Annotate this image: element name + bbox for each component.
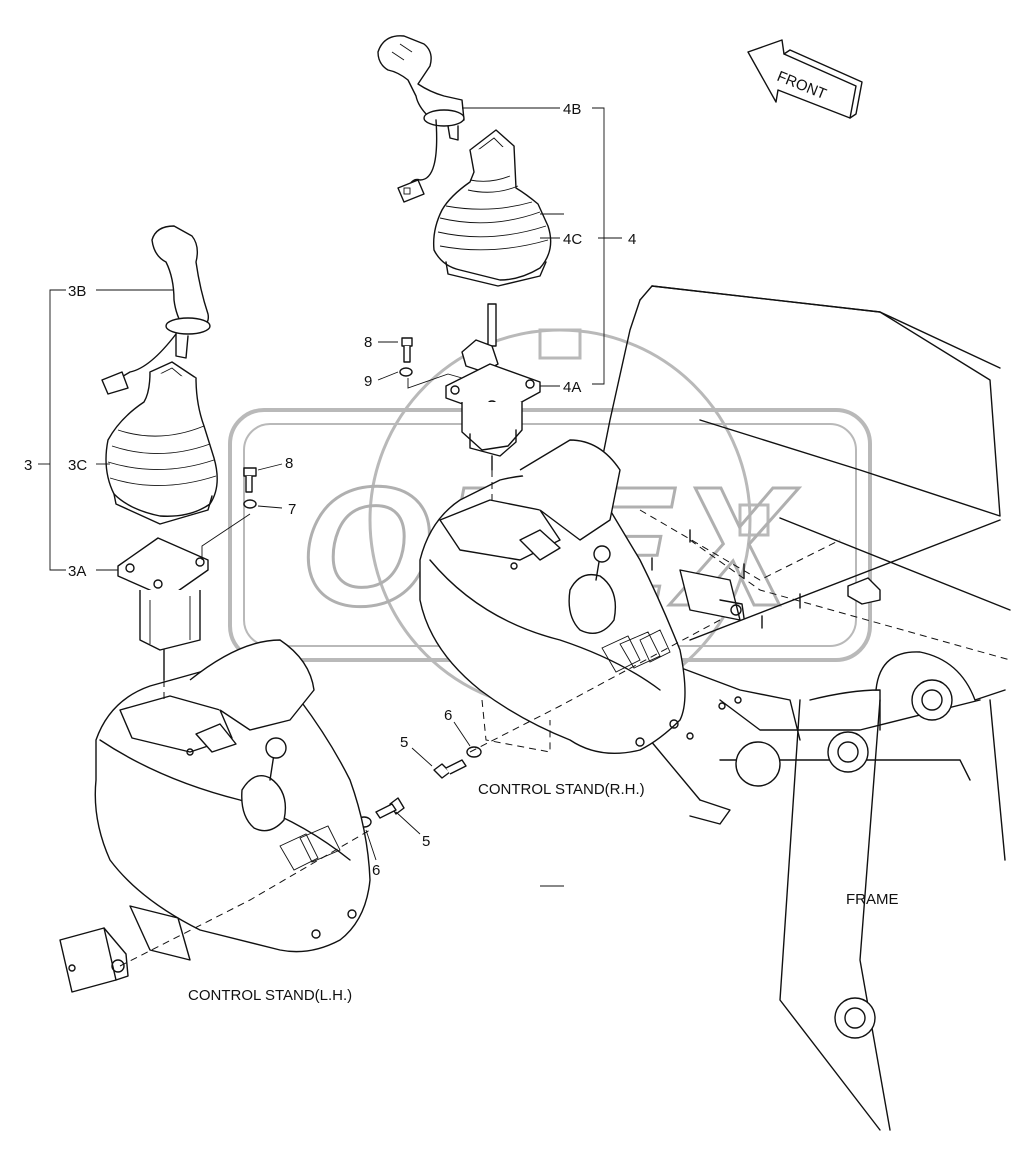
pilot-valve-3a	[117, 537, 209, 681]
callout-4b: 4B	[563, 101, 581, 118]
pilot-valve-4a	[445, 303, 541, 471]
callout-4: 4	[628, 231, 636, 248]
leader-lines	[38, 107, 622, 887]
washer-7-icon	[243, 499, 257, 509]
callout-3: 3	[24, 457, 32, 474]
bolt-5-rh-icon	[433, 759, 467, 779]
callout-3a: 3A	[68, 563, 86, 580]
washer-9-icon	[399, 367, 413, 377]
frame-label: FRAME	[846, 891, 899, 908]
joystick-handle-3b	[101, 225, 211, 395]
frame-structure: FRAME	[599, 285, 1011, 1131]
washer-6-rh-icon	[466, 746, 482, 758]
assembly-dashed-lines	[119, 470, 1011, 967]
control-stand-lh-label: CONTROL STAND(L.H.)	[188, 987, 352, 1004]
callout-8-upper: 8	[364, 334, 372, 351]
callout-3c: 3C	[68, 457, 87, 474]
control-stand-rh-label: CONTROL STAND(R.H.)	[478, 781, 645, 798]
callout-7: 7	[288, 501, 296, 518]
joystick-handle-4b	[377, 35, 465, 203]
control-stand-rh: CONTROL STAND(R.H.)	[419, 439, 801, 798]
callout-6-rh: 6	[444, 707, 452, 724]
rubber-boot-3c	[105, 361, 218, 525]
callout-9: 9	[364, 373, 372, 390]
bolt-5-lh-icon	[375, 797, 405, 819]
callout-8-lower: 8	[285, 455, 293, 472]
rubber-boot-4c	[432, 129, 552, 287]
callout-6-lh: 6	[372, 862, 380, 879]
bolt-8-upper-icon	[401, 337, 413, 363]
fasteners	[243, 337, 482, 828]
callout-5-lh: 5	[422, 833, 430, 850]
control-stand-lh: CONTROL STAND(L.H.)	[59, 639, 371, 1004]
callout-4c: 4C	[563, 231, 582, 248]
callout-labels: 4B 4C 4 4A 8 9 3B 3 3C 3A 8 7 5 6 5 6	[24, 101, 636, 879]
front-arrow-icon: FRONT	[747, 39, 863, 119]
callout-5-rh: 5	[400, 734, 408, 751]
callout-3b: 3B	[68, 283, 86, 300]
callout-4a: 4A	[563, 379, 581, 396]
bolt-8-lower-icon	[243, 467, 257, 493]
